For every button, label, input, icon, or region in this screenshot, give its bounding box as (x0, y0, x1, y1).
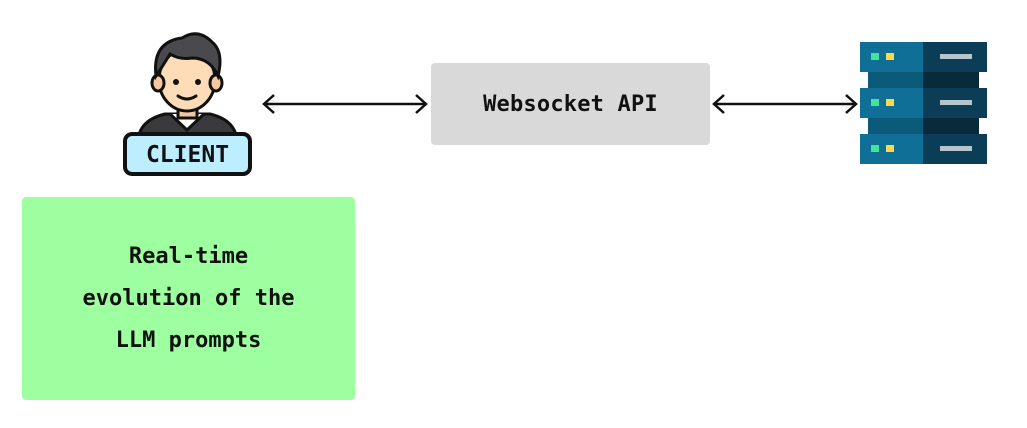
note-line: Real-time (128, 243, 249, 269)
note-line: evolution of the (82, 285, 295, 311)
note-box: Real-time evolution of the LLM prompts (22, 197, 355, 400)
websocket-api-label: Websocket API (483, 91, 658, 117)
websocket-api-box: Websocket API (431, 63, 710, 145)
client-api-arrow (262, 94, 428, 114)
note-line: LLM prompts (115, 327, 262, 353)
server-rack-icon (860, 42, 987, 164)
client-person-icon: CLIENT (123, 32, 252, 176)
api-server-arrow (712, 94, 858, 114)
client-label: CLIENT (146, 142, 229, 168)
note-text: Real-time evolution of the LLM prompts (44, 236, 334, 362)
